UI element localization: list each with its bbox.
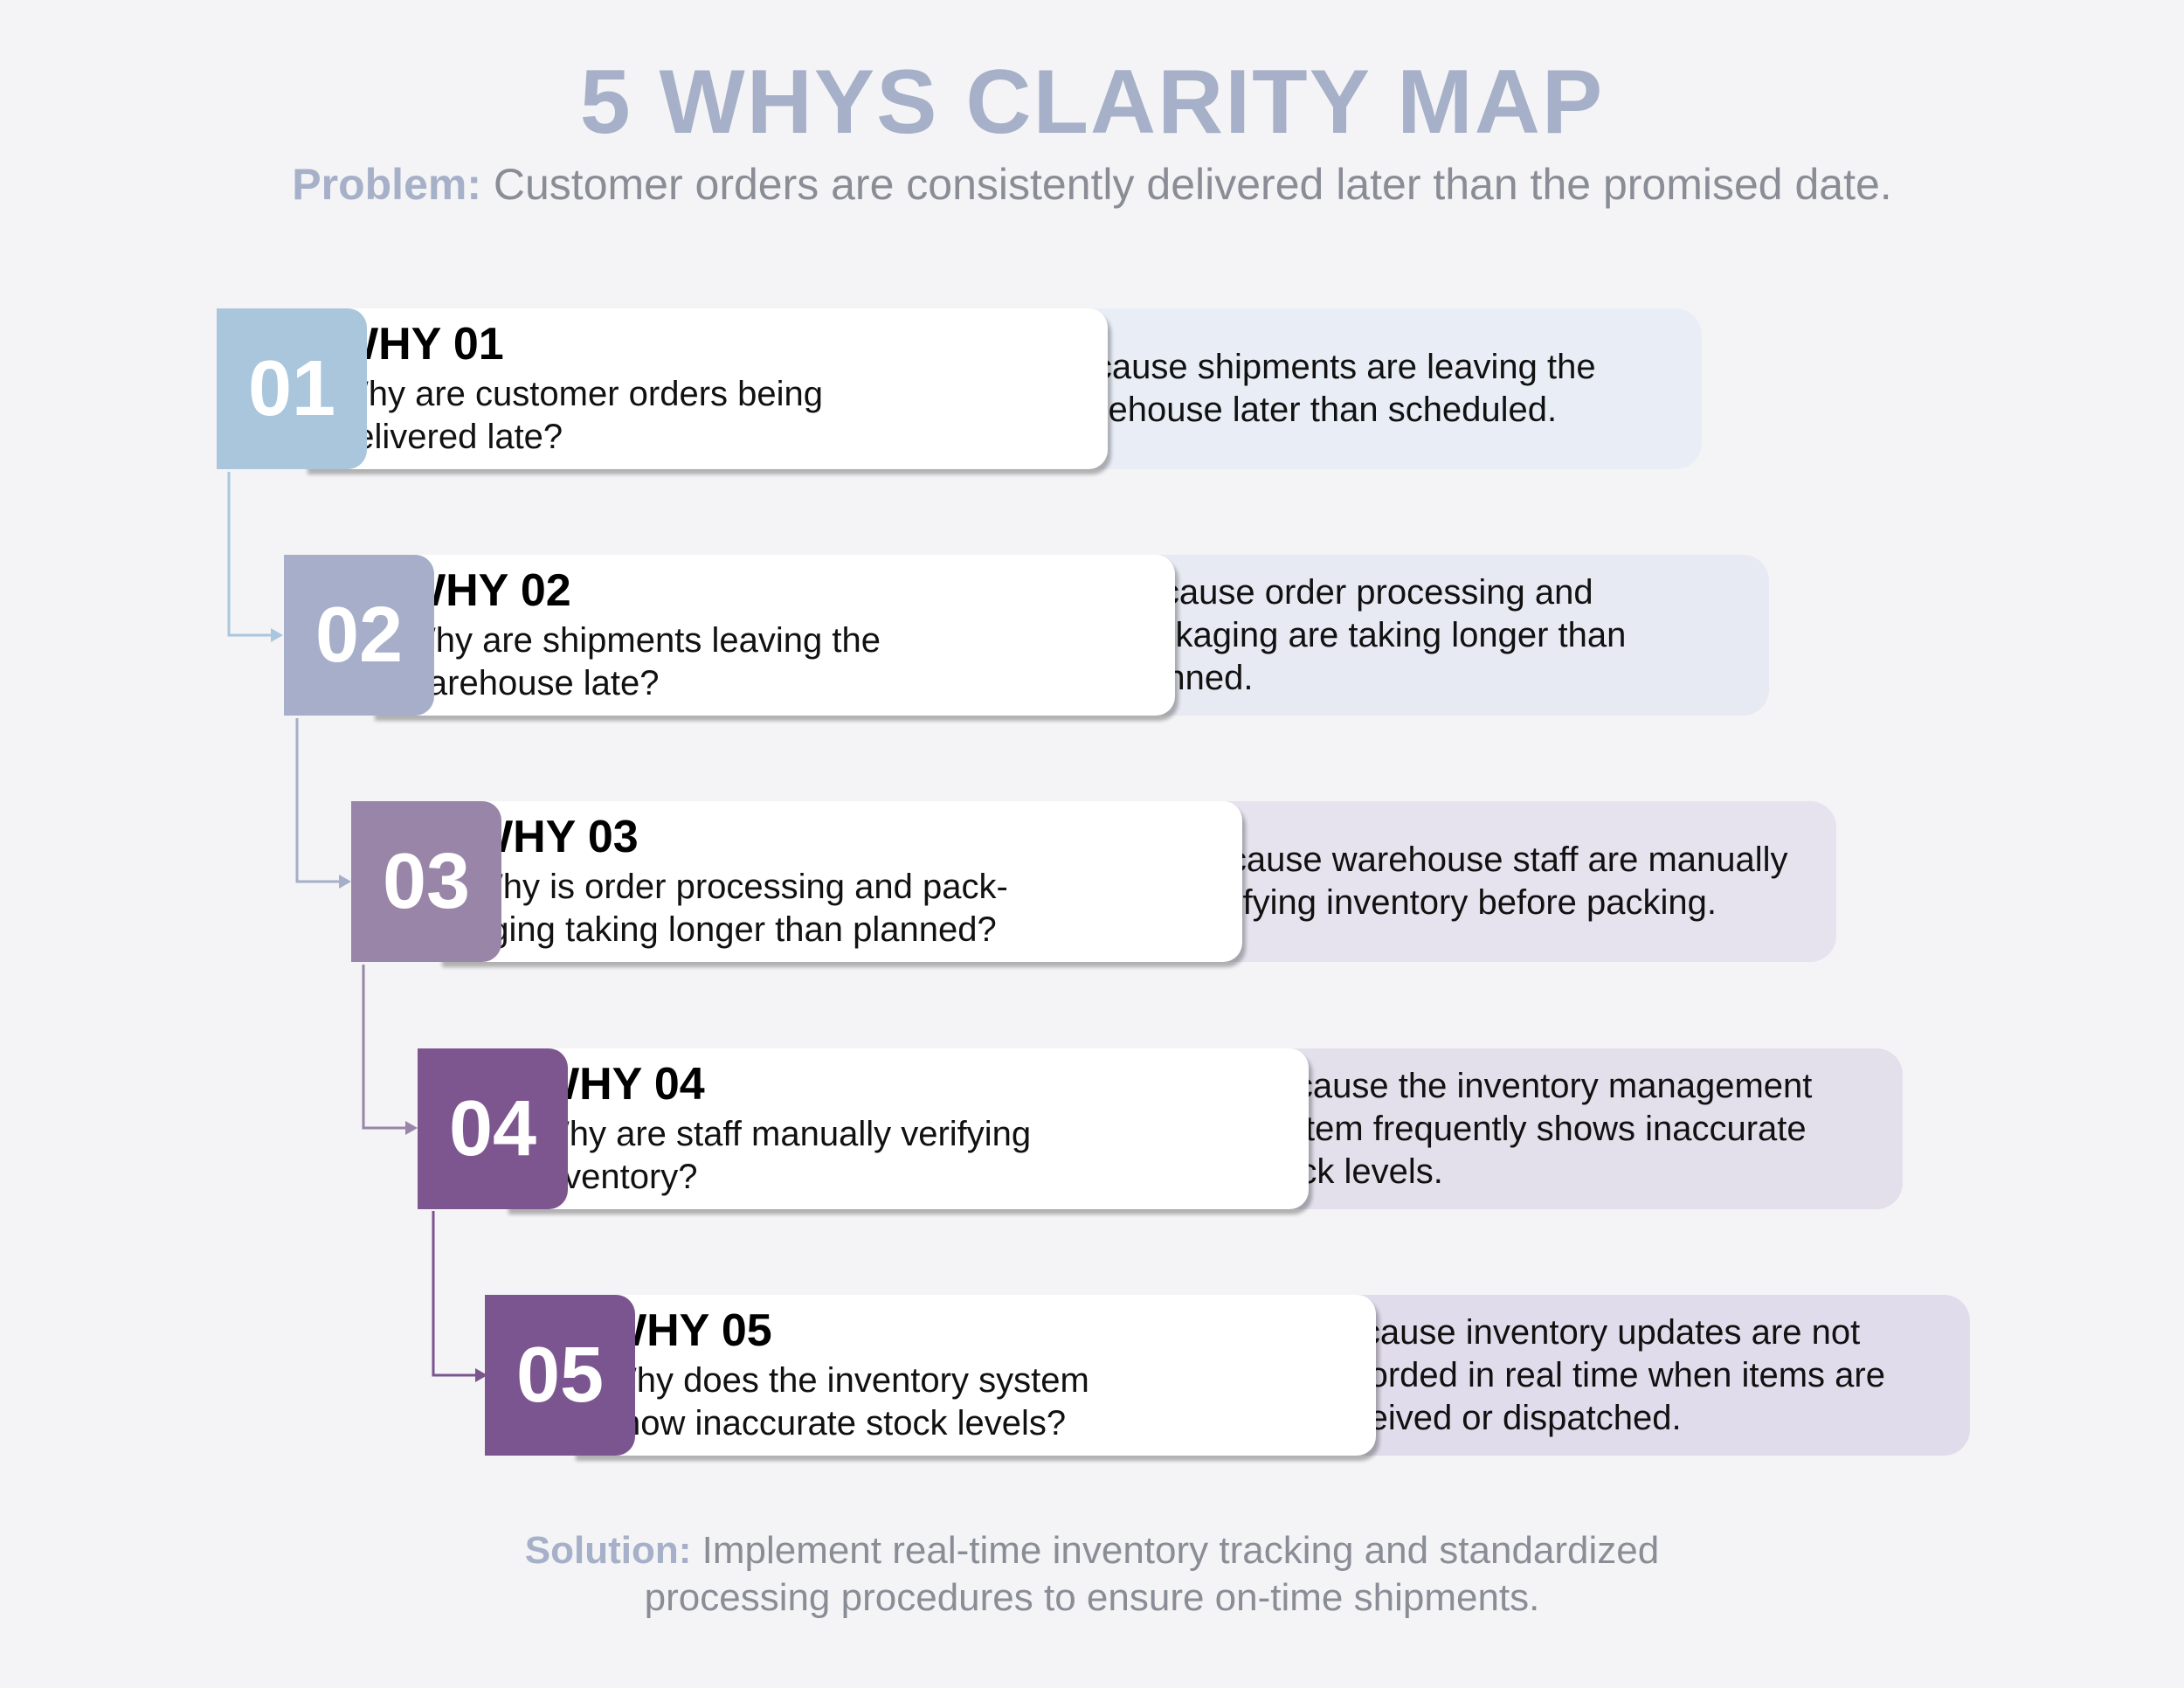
connector-01-02 (227, 472, 283, 642)
answer-text-04: Because the inventory management system … (1253, 1066, 1813, 1191)
question-card-03: WHY 03 Why is order processing and pack-… (439, 801, 1242, 962)
why-number-badge-04: 04 (418, 1048, 568, 1209)
connector-04-05 (432, 1211, 487, 1382)
why-heading-05: WHY 05 (604, 1305, 772, 1356)
why-heading-01: WHY 01 (335, 319, 504, 370)
answer-box-02: Because order processing and packaging a… (1070, 555, 1769, 716)
why-question-01: Why are customer orders being delivered … (335, 375, 824, 456)
question-card-02: WHY 02 Why are shipments leaving the war… (371, 555, 1175, 716)
why-heading-04: WHY 04 (536, 1059, 705, 1110)
why-row-03: Because warehouse staff are manually ver… (351, 801, 1836, 962)
why-row-04: Because the inventory management system … (418, 1048, 1903, 1209)
why-question-05: Why does the inventory system show inacc… (604, 1361, 1089, 1442)
answer-box-01: Because shipments are leaving the wareho… (1003, 308, 1702, 469)
page-title: 5 WHYS CLARITY MAP (579, 52, 1605, 153)
connector-02-03 (295, 718, 351, 889)
question-card-05: WHY 05 Why does the inventory system sho… (572, 1295, 1376, 1456)
answer-box-04: Because the inventory management system … (1204, 1048, 1903, 1209)
solution-statement: Solution: Implement real-time inventory … (437, 1527, 1747, 1622)
why-row-05: Because inventory updates are not record… (485, 1295, 1970, 1456)
answer-box-03: Because warehouse staff are manually ver… (1137, 801, 1836, 962)
why-question-04: Why are staff manually verifying invento… (536, 1115, 1032, 1196)
connector-03-04 (362, 965, 418, 1135)
problem-text: Customer orders are consistently deliver… (493, 160, 1892, 209)
question-card-01: WHY 01 Why are customer orders being del… (304, 308, 1108, 469)
why-heading-02: WHY 02 (403, 565, 571, 616)
question-card-04: WHY 04 Why are staff manually verifying … (505, 1048, 1309, 1209)
answer-text-02: Because order processing and packaging a… (1119, 572, 1627, 697)
why-row-02: Because order processing and packaging a… (284, 555, 1769, 716)
why-question-03: Why is order processing and pack-aging t… (470, 868, 1008, 949)
problem-statement: Problem: Customer orders are consistentl… (0, 159, 2184, 210)
why-number-badge-03: 03 (351, 801, 501, 962)
answer-text-05: Because inventory updates are not record… (1320, 1312, 1885, 1437)
why-number-badge-01: 01 (217, 308, 367, 469)
problem-label: Problem: (292, 160, 481, 209)
why-heading-03: WHY 03 (470, 812, 639, 862)
solution-label: Solution: (524, 1529, 692, 1572)
answer-text-03: Because warehouse staff are manually ver… (1186, 841, 1788, 922)
why-number-badge-02: 02 (284, 555, 434, 716)
why-number-badge-05: 05 (485, 1295, 635, 1456)
answer-box-05: Because inventory updates are not record… (1271, 1295, 1970, 1456)
why-question-02: Why are shipments leaving the warehouse … (403, 621, 881, 702)
why-row-01: Because shipments are leaving the wareho… (217, 308, 1702, 469)
solution-text: Implement real-time inventory tracking a… (644, 1529, 1660, 1619)
answer-text-01: Because shipments are leaving the wareho… (1052, 348, 1596, 429)
